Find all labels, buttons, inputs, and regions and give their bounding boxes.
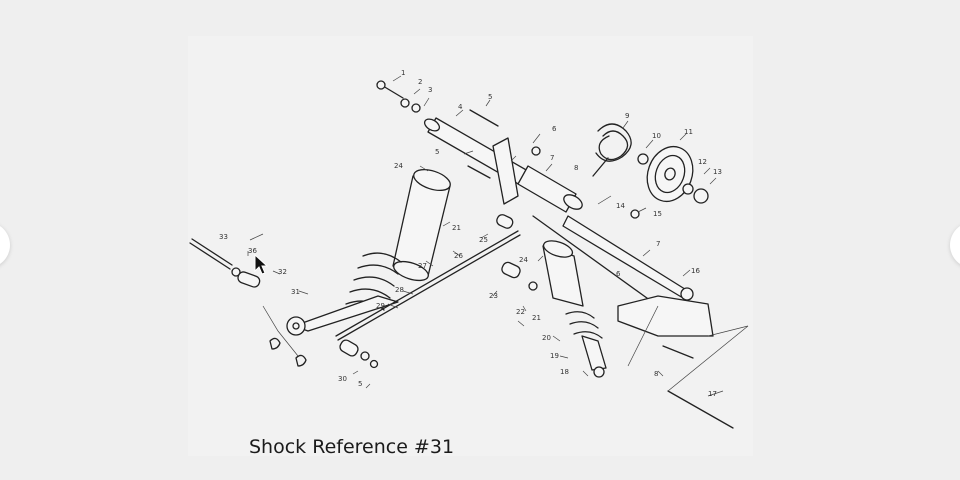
- callout-19: 19: [550, 352, 559, 360]
- bushing-part: [237, 271, 261, 288]
- diagram-caption: Shock Reference #31: [249, 436, 455, 458]
- callout-11: 11: [684, 128, 693, 136]
- callout-32: 32: [278, 268, 287, 276]
- callout-36: 36: [248, 247, 257, 255]
- mouse-pointer-icon: [254, 254, 268, 275]
- callout-30: 30: [338, 375, 347, 383]
- callout-24: 24: [394, 162, 403, 170]
- callout-2: 2: [418, 78, 422, 86]
- callout-6b: 6: [616, 270, 621, 278]
- callout-16: 16: [691, 267, 700, 275]
- callout-28: 28: [395, 286, 404, 294]
- callout-15: 15: [653, 210, 662, 218]
- callout-6: 6: [552, 125, 557, 133]
- callout-21: 21: [452, 224, 461, 232]
- callout-24b: 24: [519, 256, 528, 264]
- upper-bolt-part: [469, 109, 499, 127]
- callout-20: 20: [542, 334, 551, 342]
- callout-17: 17: [708, 390, 717, 398]
- callout-3: 3: [428, 86, 432, 94]
- callout-25: 25: [479, 236, 488, 244]
- callout-26: 26: [454, 252, 463, 260]
- rear-shock-absorber-part: [286, 168, 451, 336]
- idler-wheel-part: [646, 145, 694, 203]
- top-bolt-part: [382, 85, 404, 99]
- callout-5b: 5: [435, 148, 439, 156]
- callout-18: 18: [560, 368, 569, 376]
- callout-1: 1: [401, 69, 405, 77]
- callout-22: 22: [516, 308, 525, 316]
- previous-slide-button[interactable]: [0, 222, 10, 268]
- front-shock-absorber-part: [542, 240, 607, 378]
- callout-5: 5: [488, 93, 492, 101]
- callout-21b: 21: [532, 314, 541, 322]
- callout-33: 33: [219, 233, 228, 241]
- callout-23: 23: [489, 292, 498, 300]
- mounting-bracket-part: [617, 295, 714, 337]
- callout-9: 9: [625, 112, 629, 120]
- exploded-parts-diagram: 1 2 3 4 5 6 7 8 9 10 11 12 13 14 15 16 1…: [188, 36, 753, 456]
- callout-7b: 7: [656, 240, 660, 248]
- washer-part: [231, 267, 241, 277]
- callout-31: 31: [291, 288, 300, 296]
- callout-7: 7: [550, 154, 554, 162]
- callout-29: 29: [376, 302, 385, 310]
- callout-5c: 5: [358, 380, 362, 388]
- callout-8: 8: [574, 164, 578, 172]
- long-bolt-part: [189, 242, 231, 270]
- next-slide-button[interactable]: [950, 222, 960, 268]
- callout-27: 27: [418, 262, 427, 270]
- tie-rod-part: [335, 230, 519, 337]
- washer-part: [637, 153, 649, 165]
- callout-13: 13: [713, 168, 722, 176]
- callout-10: 10: [652, 132, 661, 140]
- callout-4: 4: [458, 103, 463, 111]
- suspension-diagram-drawing: 1 2 3 4 5 6 7 8 9 10 11 12 13 14 15 16 1…: [189, 69, 749, 429]
- rear-axle-assembly-part: [423, 117, 583, 213]
- torsion-spring-part: [592, 123, 632, 177]
- callout-12: 12: [698, 158, 707, 166]
- swing-arm-part: [562, 215, 689, 299]
- long-axle-bolt-part: [667, 390, 734, 429]
- callout-14: 14: [616, 202, 625, 210]
- callout-8b: 8: [654, 370, 658, 378]
- link-bushing-part: [339, 339, 359, 357]
